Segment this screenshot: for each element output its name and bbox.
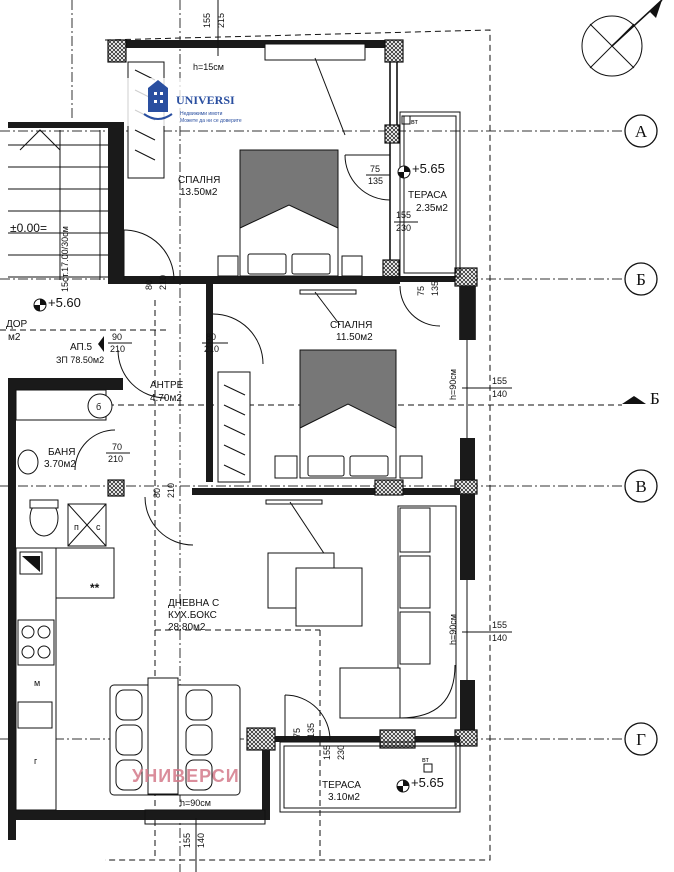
watermark-text: УНИВЕРСИ [132, 766, 240, 786]
logo-line1: Недвижими имоти [180, 111, 223, 117]
dim-door-br-b: 210 [158, 275, 168, 290]
drain-label-top: вт [411, 119, 419, 126]
bedroom1-name: СПАЛНЯ [178, 175, 220, 186]
terrace2-area: 3.10м2 [328, 792, 360, 803]
bath-name: БАНЯ [48, 447, 75, 458]
double-bed-1 [217, 149, 363, 277]
corridor-name: ДОР [6, 319, 28, 330]
bedroom2-area: 11.50м2 [336, 332, 373, 343]
living-furniture [109, 505, 457, 796]
logo-line2: Можете да ни се доверите [180, 118, 242, 124]
level-bottom: +5.65 [411, 775, 444, 790]
dim-door-b2-b: 135 [430, 281, 440, 296]
dim-door-t1-a: 75 [370, 164, 380, 174]
dim-top-b: 215 [216, 13, 226, 28]
north-arrow-icon [581, 0, 663, 77]
dim-door-t2-b: 135 [306, 723, 316, 738]
axis-label-g: Г [636, 730, 646, 749]
axis-grid-lines [0, 0, 622, 872]
kitchen-counter [15, 547, 115, 811]
dim-door-b1-b: 210 [204, 344, 219, 354]
shower-s-label: с [96, 522, 101, 532]
logo-brand: UNIVERSI [176, 93, 235, 107]
hall-area: 4.70м2 [150, 393, 182, 404]
dim-right2-a: 155 [492, 620, 507, 630]
dim-right1-b: 140 [492, 389, 507, 399]
axis-markers: А Б В Г Б [622, 114, 660, 756]
dim-win-t2-b: 230 [336, 745, 346, 760]
living-line2: КУХ.БОКС [168, 610, 217, 621]
terrace-railings [144, 111, 461, 825]
bedroom2-name: СПАЛНЯ [330, 320, 372, 331]
dim-win-t2-a: 155 [322, 745, 332, 760]
dim-door-b1-a: 80 [206, 332, 216, 342]
level-left: +5.60 [48, 295, 81, 310]
stair-note: 15ст.17.00/30см [60, 226, 70, 292]
dim-door-t2-a: 75 [292, 728, 302, 738]
fridge-label: м [34, 678, 40, 688]
living-area: 28.80м2 [168, 622, 206, 633]
section-mark: Б [650, 389, 660, 408]
staircase [8, 129, 108, 280]
dim-door-ap-b: 210 [110, 344, 125, 354]
level-stair: ±0.00= [10, 221, 47, 235]
dim-door-liv-b: 210 [166, 483, 176, 498]
dim-door-bath-a: 70 [112, 442, 122, 452]
shower-p-label: п [74, 522, 79, 532]
walls [8, 39, 478, 840]
level-top: +5.65 [412, 161, 445, 176]
dim-top-a: 155 [202, 13, 212, 28]
terrace1-name: ТЕРАСА [408, 190, 447, 201]
dim-door-ap-a: 90 [112, 332, 122, 342]
dim-right2-h: h=90см [448, 614, 458, 645]
bathroom-fixtures [15, 389, 113, 547]
terrace1-area: 2.35м2 [416, 203, 448, 214]
dim-door-b2-a: 75 [416, 286, 426, 296]
apartment-number: АП.5 [70, 342, 93, 353]
misc-labels: вт вт б м г п с ** [34, 115, 433, 773]
bedroom1-area: 13.50м2 [180, 187, 218, 198]
dim-door-bath-b: 210 [108, 454, 123, 464]
dim-door-liv-a: 80 [152, 488, 162, 498]
brand-logo: UNIVERSI Недвижими имоти Можете да ни се… [124, 78, 242, 126]
oven-label: г [34, 756, 38, 766]
room-labels: СПАЛНЯ 13.50м2 СПАЛНЯ 11.50м2 ТЕРАСА 2.3… [6, 175, 448, 803]
dim-right1-a: 155 [492, 376, 507, 386]
dim-bottom-b: 140 [196, 833, 206, 848]
dim-win-t1-b: 230 [396, 223, 411, 233]
corridor-area: м2 [8, 332, 21, 343]
double-bed-2 [274, 349, 423, 479]
axis-label-a: А [635, 122, 648, 141]
living-line1: ДНЕВНА С [168, 598, 219, 609]
dim-door-t1-b: 135 [368, 176, 383, 186]
door-swings [74, 154, 441, 741]
dim-top-h: h=15см [193, 62, 224, 72]
dim-bottom-a: 155 [182, 833, 192, 848]
dim-bottom-h: h=90см [180, 798, 211, 808]
dimension-labels: 155 215 h=15см 155 140 h=90см 155 140 h=… [106, 0, 512, 872]
wardrobe-bedroom2 [217, 371, 251, 483]
apartment-area: ЗП 78.50м2 [56, 355, 104, 365]
drain-label-bottom: вт [422, 757, 430, 764]
terrace2-name: ТЕРАСА [322, 780, 361, 791]
stars-label: ** [90, 581, 100, 595]
boiler-label: б [96, 402, 101, 412]
dim-door-br-a: 80 [144, 280, 154, 290]
axis-label-b: Б [636, 270, 646, 289]
level-markers: +5.65 +5.60 +5.65 ±0.00= 15ст.17.00/30см [10, 161, 445, 793]
dim-right2-b: 140 [492, 633, 507, 643]
hall-name: АНТРЕ [150, 380, 184, 391]
dim-win-t1-a: 155 [396, 210, 411, 220]
bath-area: 3.70м2 [44, 459, 76, 470]
dim-right1-h: h=90см [448, 369, 458, 400]
axis-label-v: В [635, 477, 646, 496]
